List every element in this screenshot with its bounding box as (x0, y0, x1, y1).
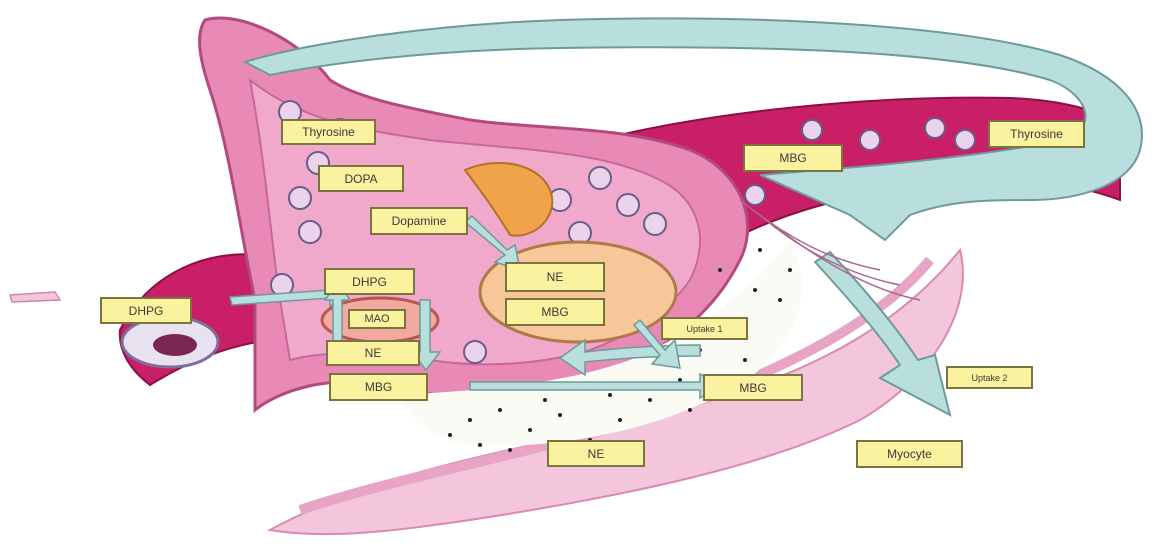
dhpg-outer-release (10, 292, 60, 302)
label-dhpg-inner: DHPG (324, 268, 415, 295)
label-mbg-top: MBG (743, 144, 843, 172)
label-mao: MAO (348, 309, 406, 329)
label-thyrosine-left: Thyrosine (281, 119, 376, 145)
label-dopamine: Dopamine (370, 207, 468, 235)
label-dhpg-outer: DHPG (100, 297, 192, 324)
label-ne-cytoplasm: NE (326, 340, 420, 366)
label-thyrosine-right: Thyrosine (988, 120, 1085, 148)
label-mbg-cytoplasm: MBG (329, 373, 428, 401)
label-ne-cleft: NE (547, 440, 645, 467)
label-uptake1: Uptake 1 (661, 317, 748, 340)
label-myocyte: Myocyte (856, 440, 963, 468)
label-mbg-cleft: MBG (703, 374, 803, 401)
label-dopa: DOPA (318, 165, 404, 192)
vessel-opening-inner (153, 334, 197, 356)
label-ne-vesicle: NE (505, 262, 605, 292)
label-mbg-vesicle: MBG (505, 298, 605, 326)
label-uptake2: Uptake 2 (946, 366, 1033, 389)
